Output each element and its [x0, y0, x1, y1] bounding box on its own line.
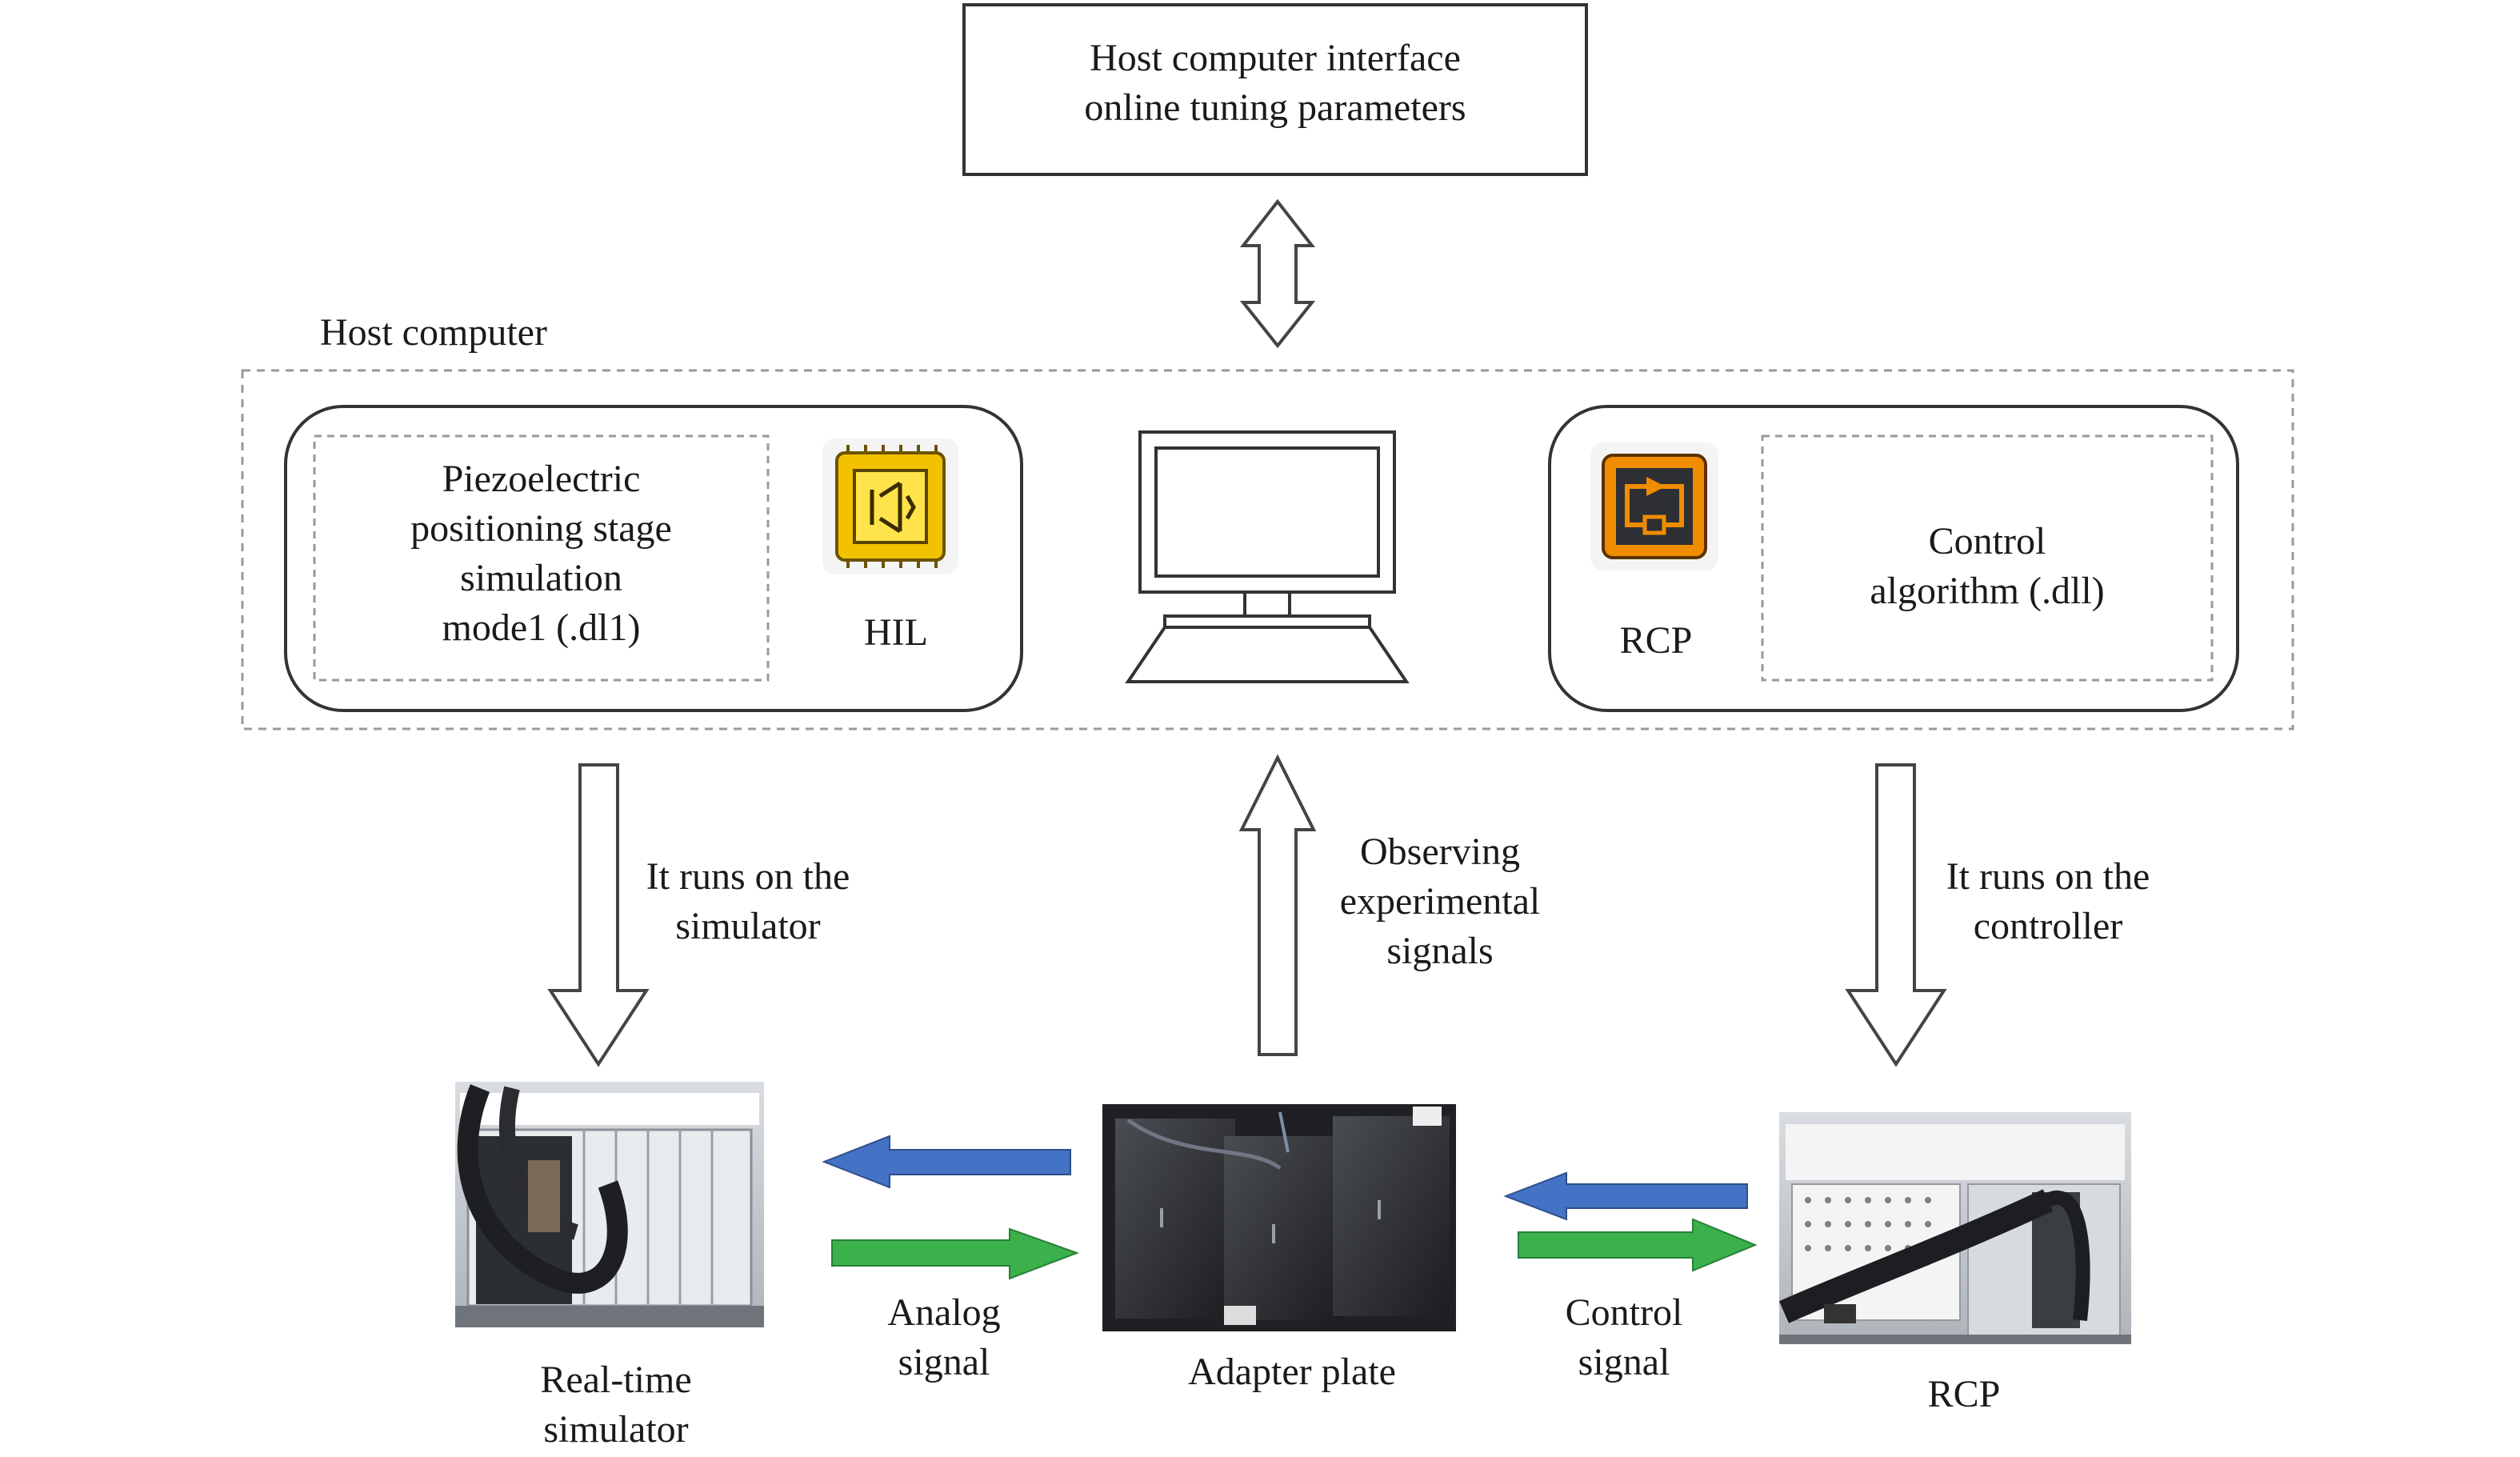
- controller-arrow-line: It runs on the: [1946, 855, 2150, 898]
- control-algorithm-box: [1761, 434, 2214, 682]
- host-interface-box: [962, 3, 1588, 176]
- analog-signal-arrow-left: [822, 1135, 1071, 1189]
- adapter-plate-photo: [1102, 1104, 1456, 1331]
- simulation-model-line: simulation: [460, 557, 622, 599]
- arrow-to-simulator: [547, 763, 650, 1067]
- observing-arrow-line: signals: [1386, 930, 1494, 972]
- simulator-arrow-text: It runs on the simulator: [624, 852, 872, 951]
- host-computer-label: Host computer: [320, 311, 547, 354]
- host-interface-text: Host computer interface online tuning pa…: [964, 34, 1586, 133]
- controller-arrow-line: controller: [1973, 905, 2123, 947]
- host-computer-region: [241, 369, 2294, 731]
- arrow-to-controller: [1845, 763, 1947, 1067]
- real-time-simulator-line: simulator: [543, 1408, 689, 1451]
- arrow-observing-signals: [1238, 754, 1317, 1056]
- adapter-plate-label: Adapter plate: [1188, 1351, 1396, 1393]
- host-interface-line-1: Host computer interface: [1090, 37, 1461, 79]
- analog-signal-line: signal: [898, 1341, 990, 1383]
- control-algorithm-line: Control: [1928, 520, 2046, 562]
- control-algorithm-text: Control algorithm (.dll): [1762, 517, 2212, 616]
- analog-signal-arrow-right: [831, 1227, 1079, 1280]
- simulation-model-line: positioning stage: [410, 507, 672, 550]
- bidirectional-arrow: [1239, 198, 1316, 349]
- rcp-panel: [1548, 405, 2239, 712]
- controller-arrow-text: It runs on the controller: [1920, 852, 2176, 951]
- host-interface-line-2: online tuning parameters: [1084, 86, 1466, 129]
- control-algorithm-line: algorithm (.dll): [1870, 570, 2105, 612]
- control-signal-line: signal: [1578, 1341, 1670, 1383]
- control-signal-label: Control signal: [1520, 1288, 1728, 1387]
- real-time-simulator-label: Real-time simulator: [480, 1355, 752, 1455]
- rcp-loop-icon: [1590, 442, 1718, 570]
- observing-arrow-line: experimental: [1339, 880, 1541, 923]
- control-signal-arrow-left: [1503, 1171, 1748, 1221]
- rcp-hardware-photo: [1778, 1112, 2131, 1344]
- simulation-model-line: mode1 (.dl1): [442, 606, 641, 649]
- simulation-model-box: [313, 434, 770, 682]
- observing-arrow-text: Observing experimental signals: [1312, 827, 1568, 976]
- computer-monitor-icon: [1125, 430, 1410, 683]
- simulator-arrow-line: simulator: [675, 905, 821, 947]
- analog-signal-line: Analog: [887, 1291, 1001, 1334]
- hil-label: HIL: [864, 611, 928, 654]
- control-signal-line: Control: [1565, 1291, 1683, 1334]
- simulation-model-line: Piezoelectric: [442, 458, 641, 500]
- observing-arrow-line: Observing: [1360, 831, 1520, 873]
- rcp-icon-label: RCP: [1619, 619, 1693, 662]
- control-signal-arrow-right: [1518, 1218, 1758, 1272]
- simulation-model-text: Piezoelectric positioning stage simulati…: [314, 454, 768, 653]
- real-time-simulator-photo: [455, 1082, 764, 1327]
- analog-signal-label: Analog signal: [848, 1288, 1040, 1387]
- real-time-simulator-line: Real-time: [540, 1359, 692, 1401]
- rcp-hardware-label: RCP: [1927, 1373, 2001, 1415]
- simulator-arrow-line: It runs on the: [646, 855, 850, 898]
- hil-chip-icon: [822, 438, 958, 574]
